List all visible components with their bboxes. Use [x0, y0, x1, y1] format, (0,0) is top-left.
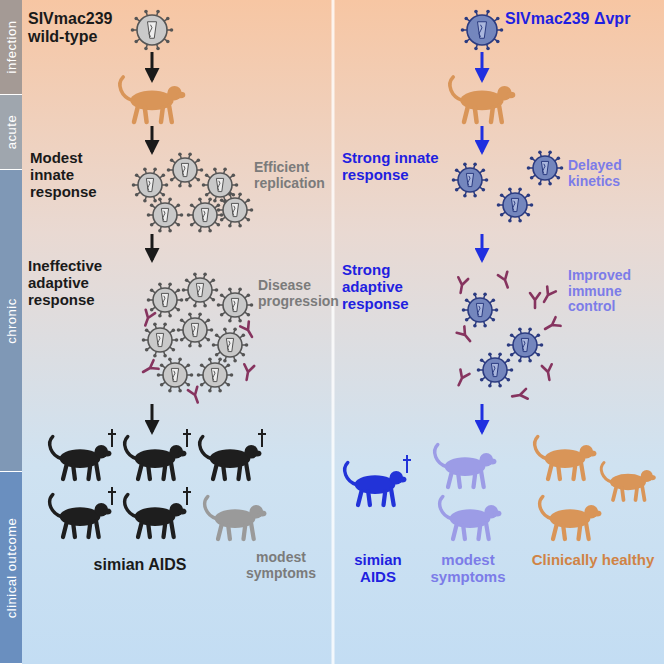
death-cross	[258, 429, 266, 447]
monkey-figure	[120, 77, 185, 122]
monkey-figure	[125, 495, 187, 538]
virus-particle	[217, 288, 254, 323]
virus-particle	[157, 358, 194, 393]
antibody	[540, 286, 556, 304]
death-cross	[183, 429, 191, 447]
outcome-label: simian AIDS	[338, 552, 418, 586]
stage-band: infection	[0, 0, 22, 95]
monkey-figure	[435, 445, 497, 488]
antibody	[141, 310, 156, 328]
phase-annotation: Modest innate response	[30, 150, 130, 200]
stage-band: chronic	[0, 170, 22, 472]
virus-particle	[142, 323, 179, 358]
phase-annotation: Efficient replication	[254, 160, 330, 191]
antibody	[240, 321, 256, 339]
monkey-figure	[440, 497, 502, 540]
virus-particle	[132, 168, 169, 203]
flow-arrow	[151, 126, 154, 152]
stage-band: acute	[0, 95, 22, 170]
virus-particle	[527, 151, 564, 186]
virus-particle	[217, 193, 254, 228]
flow-arrow	[151, 404, 154, 432]
flow-arrow	[481, 52, 484, 80]
virus-particle	[187, 198, 224, 233]
monkey-figure	[50, 437, 112, 480]
outcome-label: modest symptoms	[235, 550, 327, 581]
stage-label: chronic	[4, 298, 19, 343]
death-cross	[403, 455, 411, 473]
flow-arrow	[481, 234, 484, 260]
monkey-figure	[535, 437, 597, 480]
phase-annotation: Ineffective adaptive response	[28, 258, 136, 308]
virus-particle	[147, 198, 184, 233]
flow-arrow	[481, 404, 484, 432]
death-cross	[108, 487, 116, 505]
death-cross	[183, 487, 191, 505]
stage-band: clinical outcome	[0, 472, 22, 664]
panel-title: SIVmac239 wild-type	[28, 10, 133, 46]
antibody	[242, 364, 254, 381]
flow-arrow	[151, 234, 154, 260]
outcome-label: Clinically healthy	[530, 552, 656, 569]
antibody	[188, 387, 203, 405]
antibody	[498, 272, 513, 290]
virus-particle	[202, 168, 239, 203]
phase-annotation: Strong innate response	[342, 150, 442, 184]
virus-particle	[477, 353, 514, 388]
antibody	[530, 293, 540, 308]
stage-label: acute	[4, 115, 19, 149]
virus-particle	[507, 328, 544, 363]
monkey-figure	[125, 437, 187, 480]
panel-divider	[332, 0, 335, 664]
flow-arrow	[151, 52, 154, 80]
virus-particle	[147, 283, 184, 318]
monkey-figure	[50, 495, 112, 538]
monkey-figure	[540, 497, 602, 540]
monkey-figure	[205, 497, 267, 540]
virus-particle	[462, 293, 499, 328]
monkey-figure	[450, 77, 515, 122]
monkey-figure	[601, 463, 655, 501]
virus-particle	[131, 10, 174, 51]
phase-annotation: Delayed kinetics	[568, 158, 654, 189]
virus-particle	[177, 313, 214, 348]
death-cross	[108, 429, 116, 447]
virus-particle	[497, 188, 534, 223]
outcome-label: simian AIDS	[60, 556, 220, 574]
monkey-figure	[345, 463, 407, 506]
flow-arrow	[481, 126, 484, 152]
virus-particle	[167, 153, 204, 188]
phase-annotation: Disease progression	[258, 278, 330, 309]
monkey-figure	[200, 437, 262, 480]
virus-particle	[197, 358, 234, 393]
antibody	[542, 364, 554, 381]
virus-particle	[182, 273, 219, 308]
phase-annotation: Improved immune control	[568, 268, 656, 315]
stage-label: clinical outcome	[4, 517, 19, 618]
antibody	[454, 370, 469, 388]
panel-title: SIVmac239 Δvpr	[505, 10, 655, 28]
virus-particle	[452, 163, 489, 198]
stage-label: infection	[4, 21, 19, 74]
antibody	[457, 326, 474, 344]
virus-particle	[461, 10, 504, 51]
virus-particle	[212, 328, 249, 363]
antibody	[543, 317, 561, 333]
antibody	[456, 277, 468, 294]
phase-annotation: Strong adaptive response	[342, 262, 442, 312]
antibody	[141, 360, 159, 376]
antibody	[511, 389, 528, 401]
outcome-label: modest symptoms	[422, 552, 514, 586]
